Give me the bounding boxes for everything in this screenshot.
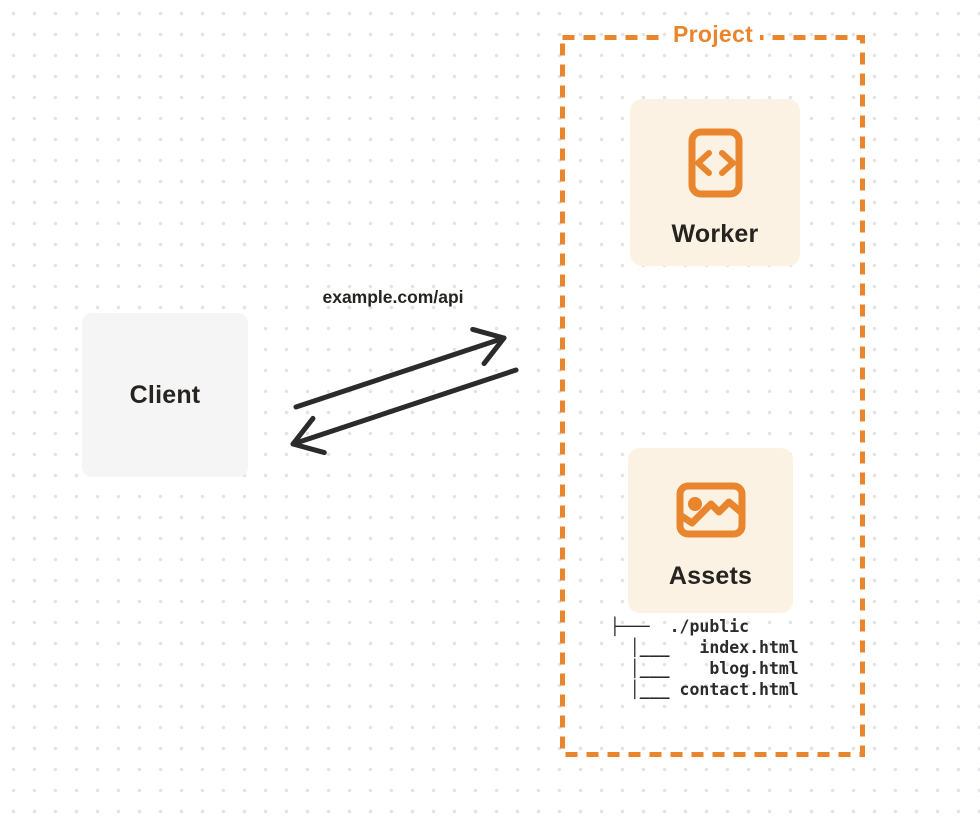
worker-node: Worker (630, 99, 800, 266)
tree-line-index: │___ index.html (610, 638, 799, 657)
client-label: Client (129, 380, 201, 409)
tree-line-blog: │___ blog.html (610, 659, 799, 678)
project-group-label: Project (665, 19, 761, 50)
request-arrow (293, 326, 507, 410)
file-tree: ├─── ./public │___ index.html │___ blog.… (610, 616, 799, 700)
worker-label: Worker (671, 220, 759, 248)
tree-line-contact: │___ contact.html (610, 680, 799, 699)
request-url-label: example.com/api (322, 287, 464, 307)
assets-label: Assets (668, 562, 753, 590)
assets-node: Assets (628, 448, 793, 613)
client-node: Client (82, 313, 248, 477)
response-arrow (290, 367, 519, 456)
tree-line-root: ├─── ./public (610, 617, 750, 636)
image-icon (676, 482, 745, 538)
code-file-icon (688, 128, 742, 198)
